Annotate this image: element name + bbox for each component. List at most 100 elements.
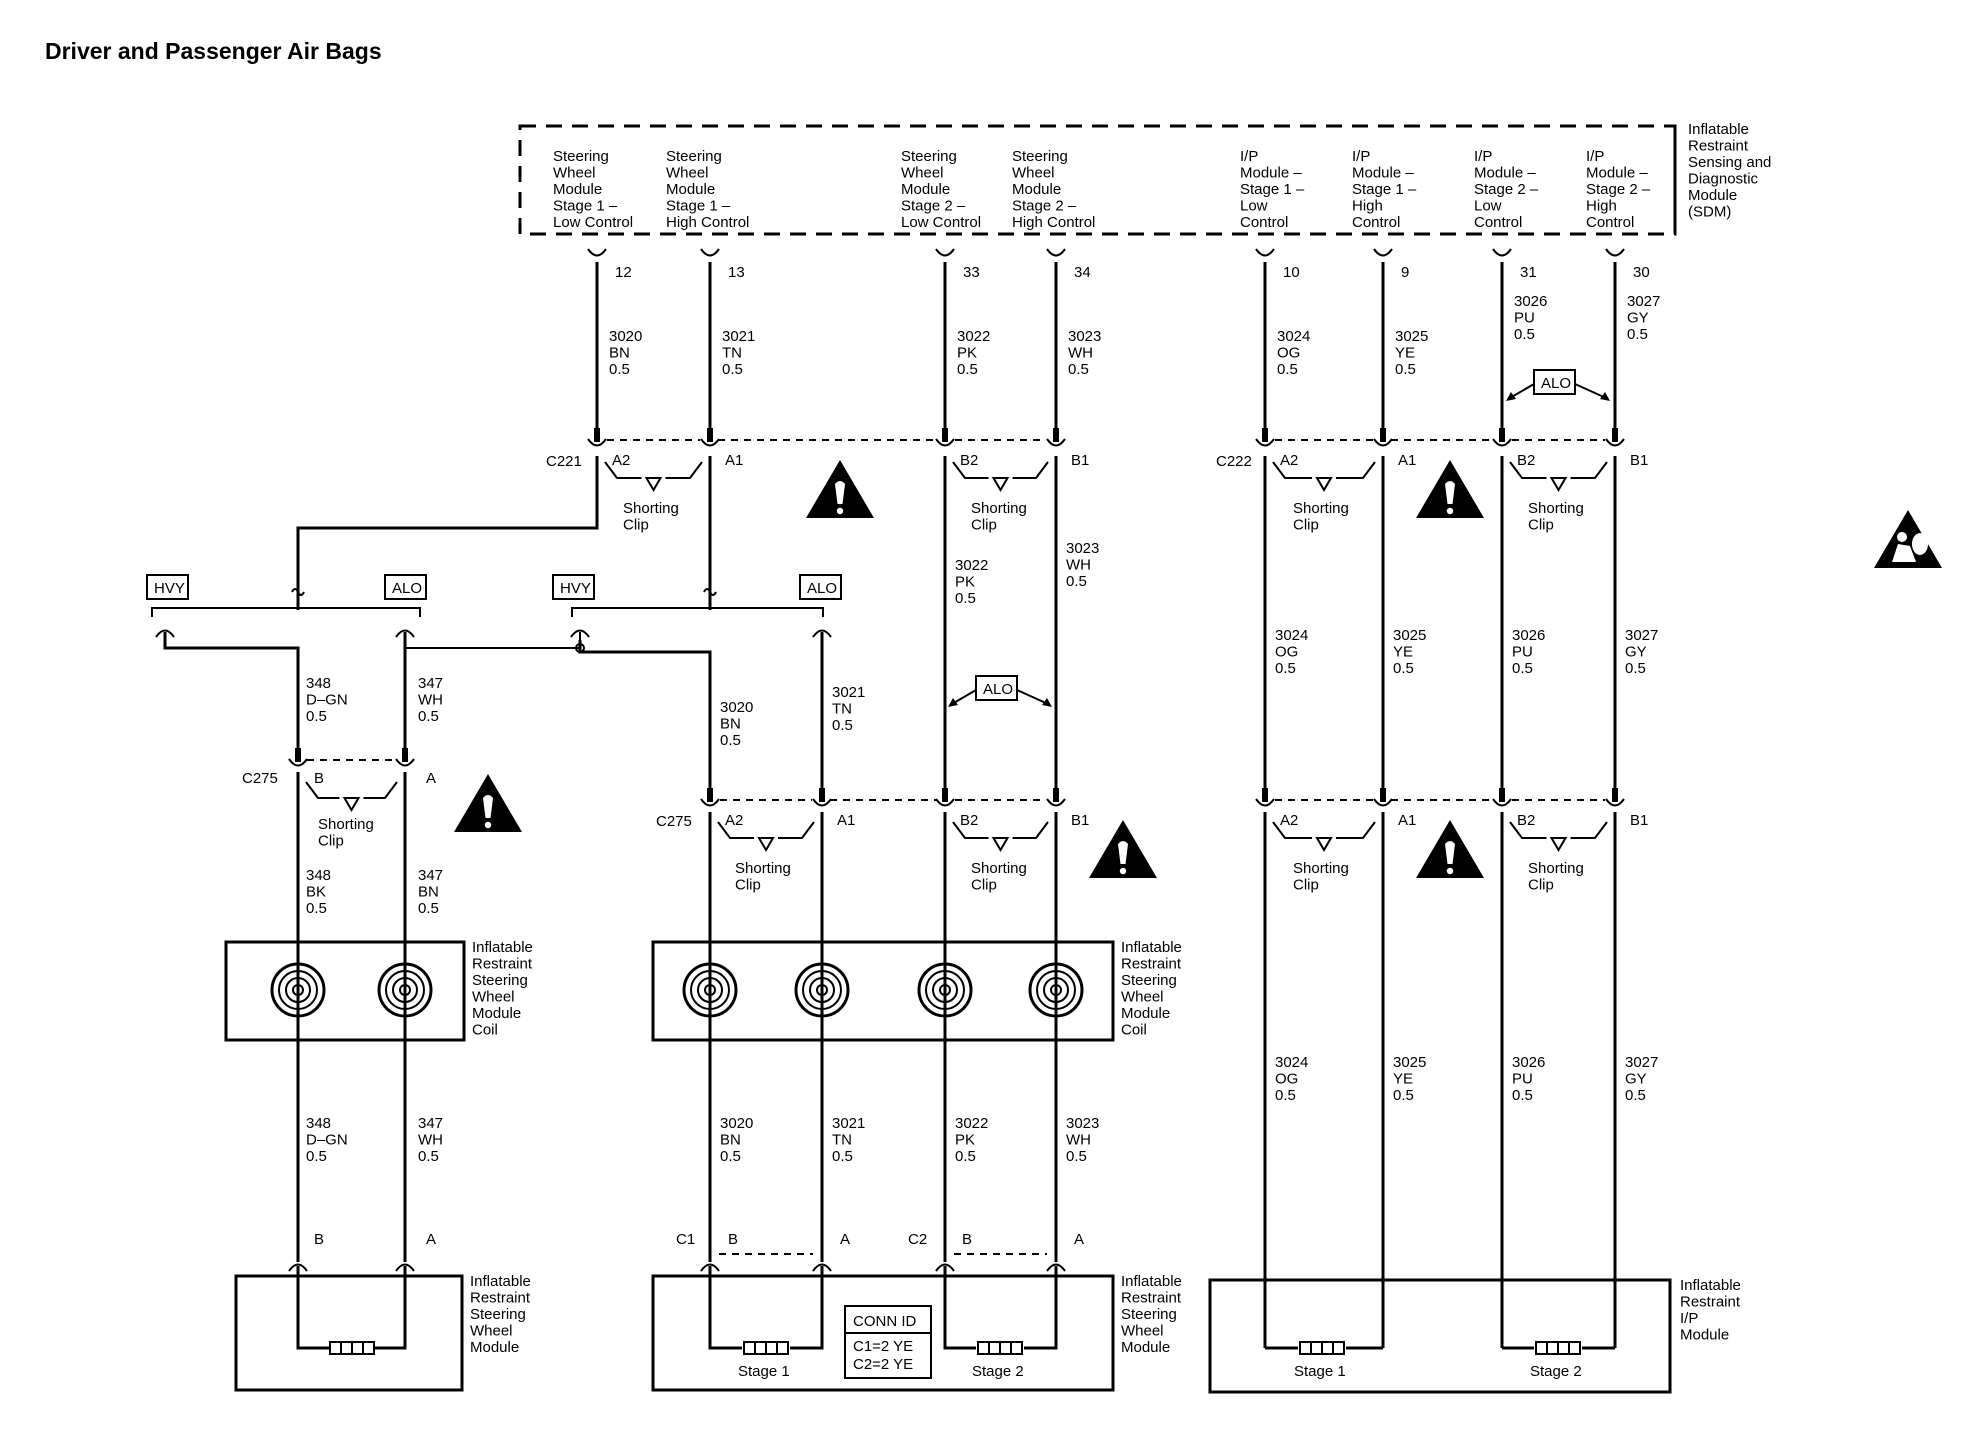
ip-clip-b-arm — [1570, 821, 1608, 839]
coil-left-label-line: Restraint — [472, 956, 533, 973]
c275-center-clip-a-arm — [778, 821, 815, 839]
c275-center-b-left — [935, 798, 955, 807]
conn-id-title: CONN ID — [853, 1313, 917, 1330]
sdm-pin-34: 34 — [1074, 264, 1091, 281]
label-w3025-mid-line: 3025 — [1393, 627, 1426, 644]
pin-ip-0 — [1262, 788, 1268, 802]
warning-triangle-icon — [1416, 460, 1484, 518]
airbag-bag — [1912, 533, 1928, 555]
sdm-terminal-label-2-line: Low Control — [901, 214, 981, 231]
label-w3022-line: 0.5 — [957, 361, 978, 378]
pin-top-5 — [1380, 428, 1386, 442]
label-w3024-lower-line: OG — [1275, 1071, 1298, 1088]
sdm-name-line: Restraint — [1688, 138, 1749, 155]
coil-left-label: InflatableRestraintSteeringWheelModuleCo… — [472, 939, 533, 1039]
shorting-clip-c275-center-a-line: Shorting — [735, 860, 791, 877]
label-w3024-mid-line: 0.5 — [1275, 660, 1296, 677]
ip-conn-b-left — [1492, 798, 1512, 807]
c221-a-right — [700, 438, 720, 447]
sdm-terminal-label-7-line: Stage 2 – — [1586, 181, 1651, 198]
pin-a: A — [1074, 1231, 1084, 1248]
label-w3020-lower-line: 0.5 — [720, 1148, 741, 1165]
coil-center-label: InflatableRestraintSteeringWheelModuleCo… — [1121, 939, 1182, 1039]
sdm-pin-31: 31 — [1520, 264, 1537, 281]
sdm-terminal-label-3-line: Wheel — [1012, 165, 1055, 182]
option-hvy-left: HVY — [154, 580, 185, 597]
label-w3022-lower-line: 3022 — [955, 1115, 988, 1132]
shorting-clip-ip-a-line: Clip — [1293, 877, 1319, 894]
sdm-pin-9: 9 — [1401, 264, 1409, 281]
splice — [575, 643, 585, 653]
label-w3020-line: 3020 — [609, 328, 642, 345]
label-w348-bk-line: 0.5 — [306, 900, 327, 917]
pin-a: A — [426, 1231, 436, 1248]
pin-b: B — [314, 1231, 324, 1248]
steering-module-center-label-line: Inflatable — [1121, 1273, 1182, 1290]
pin-b: B — [314, 770, 324, 787]
label-w3024-line: OG — [1277, 345, 1300, 362]
label-w3025-lower-line: 3025 — [1393, 1054, 1426, 1071]
option-alo-center-head-l — [948, 698, 958, 707]
label-w3027-mid-line: 0.5 — [1625, 660, 1646, 677]
c221-a-left — [587, 438, 607, 447]
wire-stage1 — [790, 1266, 824, 1350]
c222-b-right — [1605, 438, 1625, 447]
ip-conn-a-right — [1373, 798, 1393, 807]
squib-ip-stage1 — [1299, 1341, 1345, 1355]
label-w3021-lower-line: 3021 — [832, 1115, 865, 1132]
c275-left-b — [288, 758, 308, 767]
sdm-name-line: Inflatable — [1688, 121, 1749, 138]
airbag-person-icon — [1874, 510, 1942, 568]
label-w3022-lower-line: 0.5 — [955, 1148, 976, 1165]
sdm-name-line: (SDM) — [1688, 204, 1731, 221]
sdm-terminal-label-7-line: Control — [1586, 214, 1634, 231]
shorting-clip-c221-a-line: Clip — [623, 517, 649, 534]
sdm-terminal-label-1-line: Wheel — [666, 165, 709, 182]
c222-clip-b-arm — [1509, 461, 1547, 479]
shorting-clip-c222-b-line: Shorting — [1528, 500, 1584, 517]
warning-triangle-icon — [454, 774, 522, 832]
label-w3027-top-line: 3027 — [1627, 293, 1660, 310]
sdm-terminal-9 — [1373, 248, 1393, 257]
label-w3023-lower-line: 0.5 — [1066, 1148, 1087, 1165]
sdm-terminal-label-4-line: I/P — [1240, 148, 1258, 165]
label-w3024-lower-line: 0.5 — [1275, 1087, 1296, 1104]
label-w3023-mid-line: WH — [1066, 557, 1091, 574]
airbag-tri — [1874, 510, 1942, 568]
label-w3022-line: 3022 — [957, 328, 990, 345]
label-w3020-lower-line: BN — [720, 1132, 741, 1149]
steering-module-left-label-line: Steering — [470, 1306, 526, 1323]
label-w347-bn-line: 0.5 — [418, 900, 439, 917]
label-w3020-lower-line: 3020 — [720, 1115, 753, 1132]
option-alo-sdm-head-l — [1506, 392, 1516, 401]
label-w3023-mid-line: 3023 — [1066, 540, 1099, 557]
option-alo-center-box — [975, 675, 1018, 701]
label-w3020-line: 0.5 — [609, 361, 630, 378]
label-w3020-mid-line: 0.5 — [720, 732, 741, 749]
wire-crossover — [703, 588, 717, 596]
wire-w348-hvy — [163, 632, 300, 760]
ip-clip-b-arm — [1509, 821, 1547, 839]
shorting-clip-c221-b-line: Clip — [971, 517, 997, 534]
airbag-body — [1892, 544, 1916, 562]
sdm-terminal-label-4-line: Module – — [1240, 165, 1302, 182]
pin-c275-center-2 — [942, 788, 948, 802]
pin-b: B — [962, 1231, 972, 1248]
shorting-clip-ip-a-line: Shorting — [1293, 860, 1349, 877]
c275-center-clip-b-arm — [952, 821, 989, 839]
shorting-clip-ip-b-line: Clip — [1528, 877, 1554, 894]
conn-id-box — [844, 1305, 932, 1379]
